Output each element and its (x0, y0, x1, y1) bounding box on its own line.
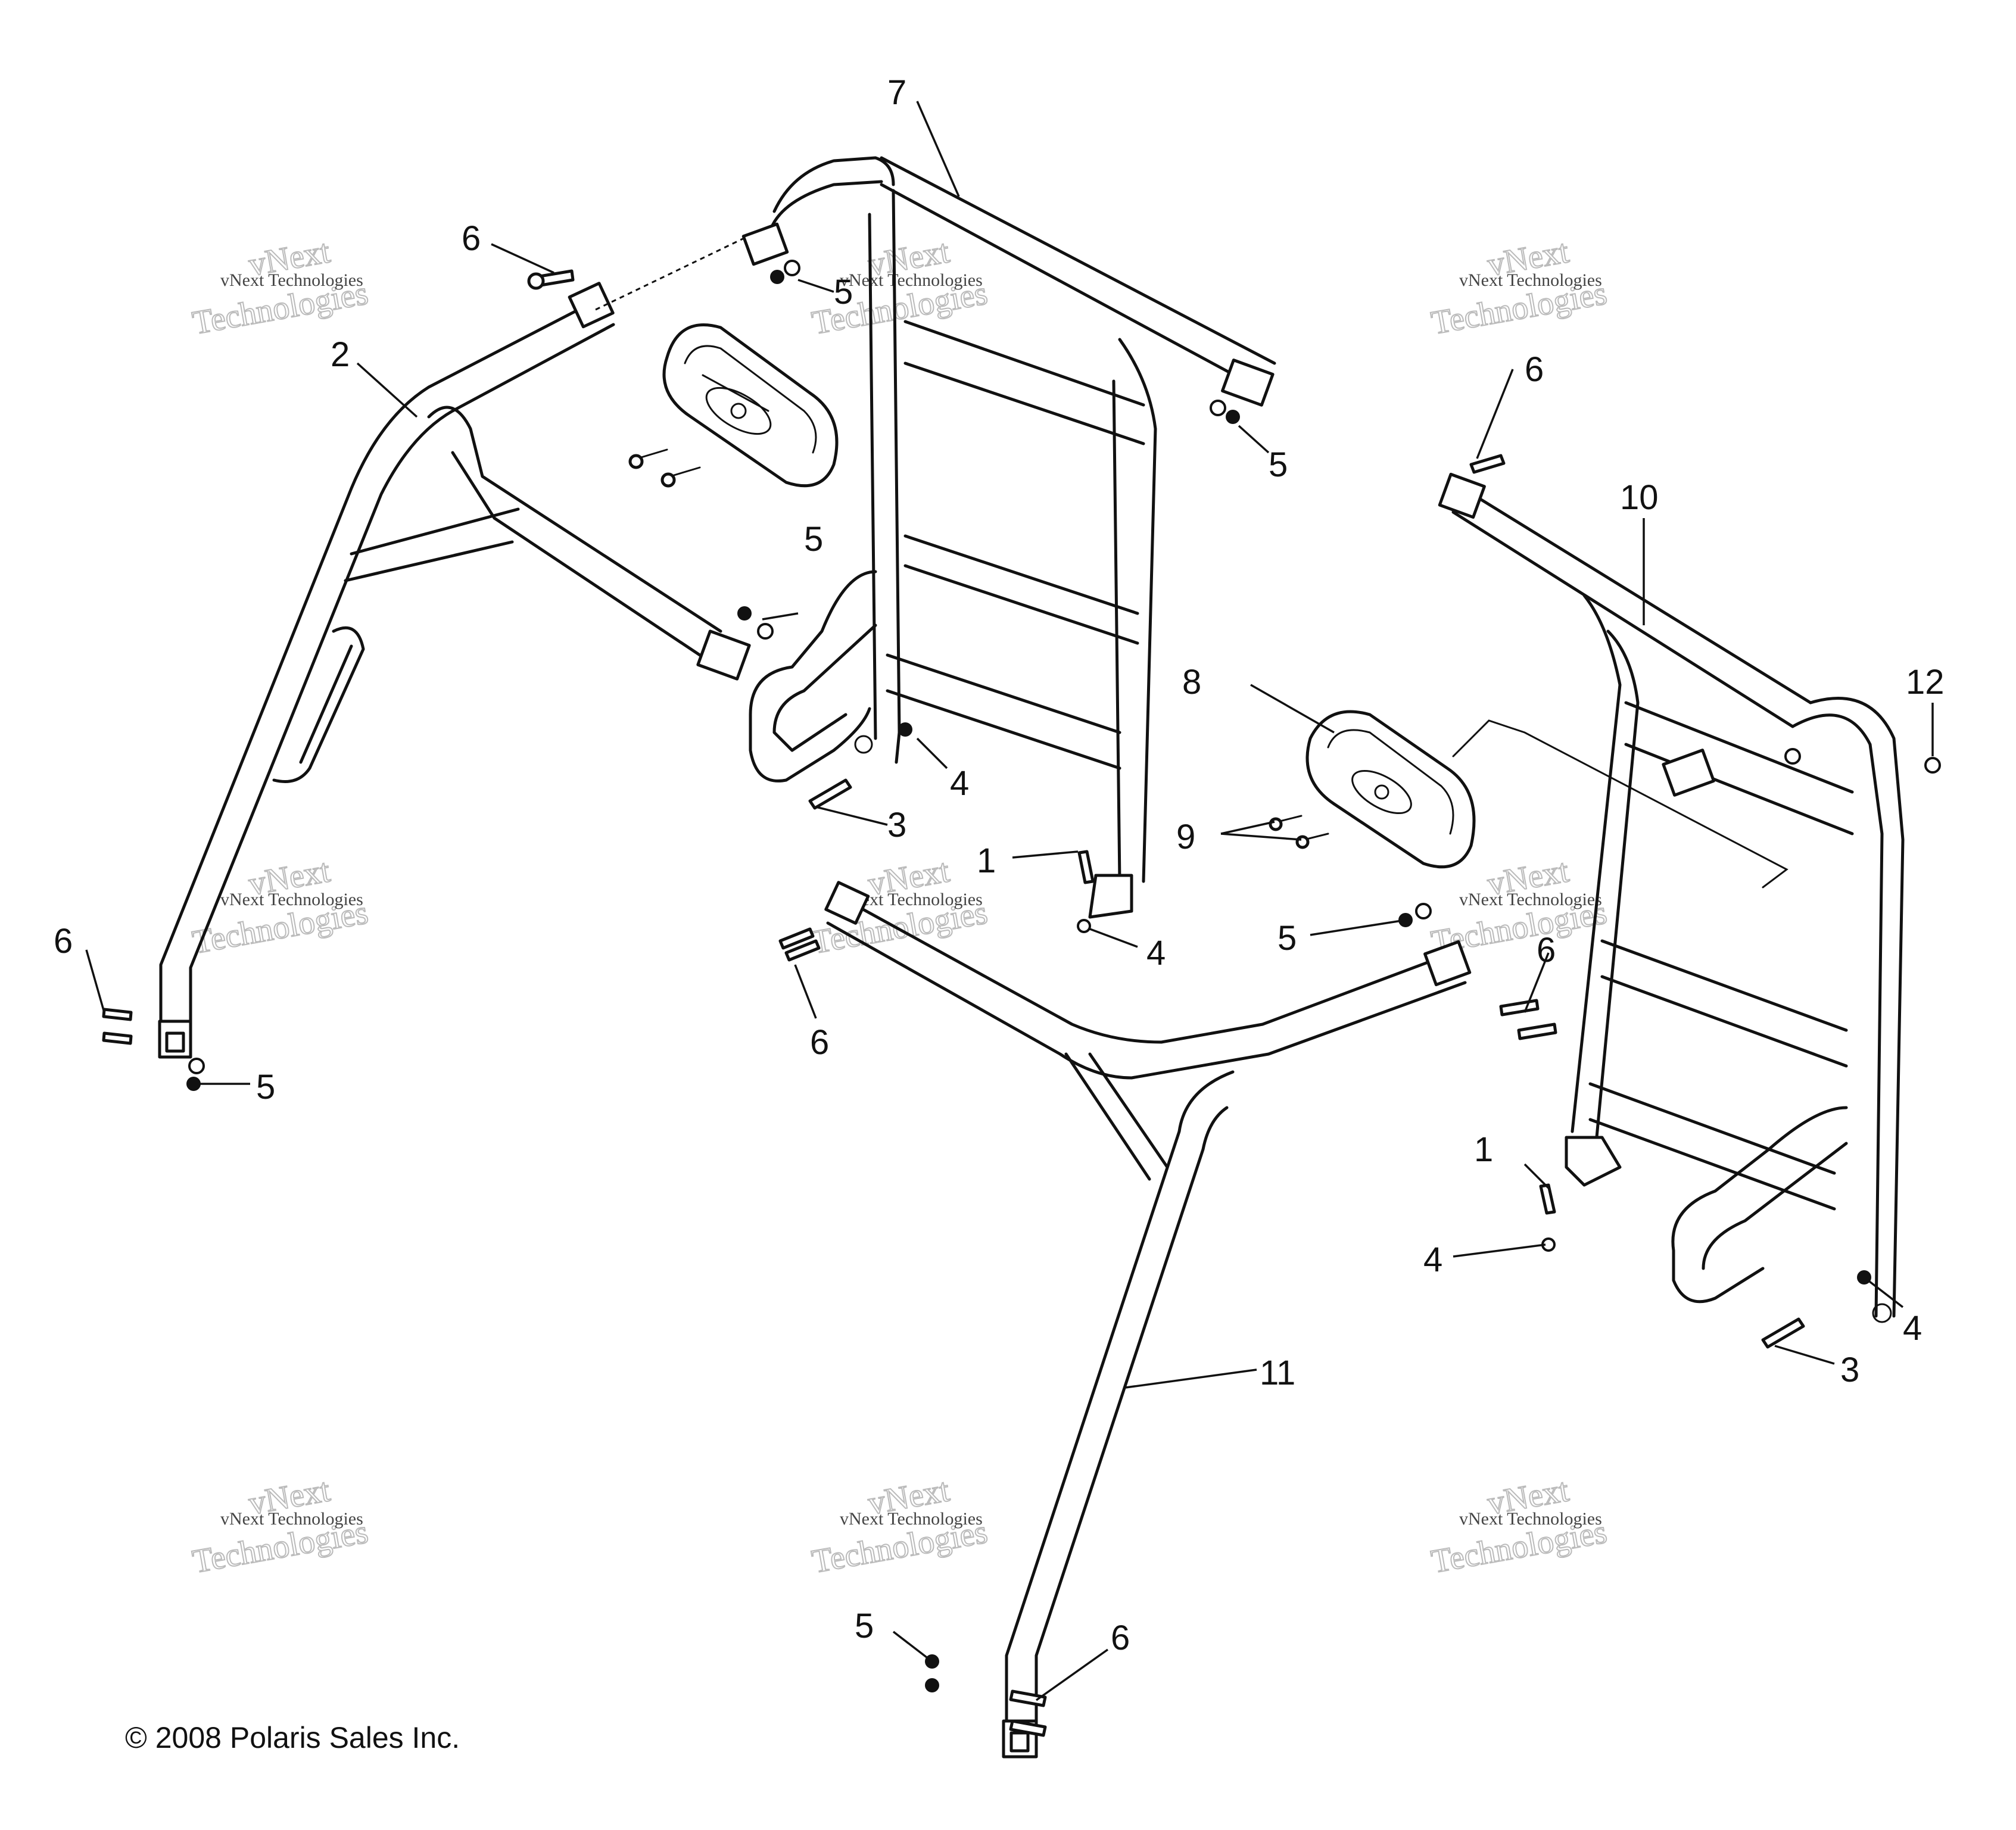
nut (925, 1678, 939, 1692)
callout-3: 3 (887, 806, 906, 844)
watermark-text: vNext Technologies (220, 270, 363, 290)
watermark-text: vNext Technologies (1459, 270, 1602, 290)
watermark-text: vNext Technologies (840, 270, 983, 290)
callout-8: 8 (1182, 663, 1201, 702)
callout-numbers: 6 2 7 5 5 5 4 3 1 4 8 9 5 6 6 10 12 6 1 … (54, 73, 1945, 1657)
callout-5: 5 (1269, 445, 1288, 484)
callout-5: 5 (834, 273, 853, 311)
screws-headrest-right (1269, 815, 1329, 849)
bolt (1009, 1689, 1047, 1707)
copyright-text: © 2008 Polaris Sales Inc. (125, 1721, 460, 1754)
headrest-right (1305, 710, 1476, 869)
rear-upper-frame (741, 156, 1276, 919)
nut (186, 1077, 201, 1091)
washer (784, 260, 800, 276)
callout-6: 6 (1537, 931, 1556, 969)
callout-5: 5 (804, 520, 823, 559)
bolt (1539, 1183, 1556, 1215)
washer (1210, 400, 1226, 416)
callout-12: 12 (1906, 663, 1945, 702)
front-right-roll-bar (824, 881, 1472, 1759)
callout-3: 3 (1840, 1351, 1859, 1389)
bolt (1469, 454, 1506, 474)
washer (1924, 757, 1941, 774)
callout-5: 5 (256, 1068, 275, 1106)
bolt (1009, 1719, 1047, 1737)
watermark-text: vNext Technologies (1459, 1509, 1602, 1529)
headrest-left (662, 323, 839, 488)
watermark-text: vNext Technologies (840, 1509, 983, 1529)
washer (188, 1058, 205, 1074)
callout-6: 6 (810, 1023, 829, 1062)
hardware (102, 260, 1941, 1737)
callout-4: 4 (1146, 934, 1166, 972)
nut (770, 270, 784, 284)
washer (757, 623, 774, 640)
bolt (1499, 999, 1540, 1017)
callout-5: 5 (855, 1607, 874, 1645)
bolt (784, 939, 821, 962)
bolt-pair (527, 269, 575, 290)
callout-6: 6 (54, 922, 73, 961)
callout-1: 1 (977, 841, 996, 880)
nut (737, 606, 752, 621)
callout-1: 1 (1474, 1130, 1493, 1169)
callout-6: 6 (1111, 1619, 1130, 1657)
bolt (778, 927, 815, 950)
callout-10: 10 (1620, 478, 1659, 517)
callout-2: 2 (331, 335, 350, 374)
screws-headrest-left (628, 448, 701, 488)
watermark-text: vNext Technologies (1459, 890, 1602, 909)
callout-9: 9 (1176, 818, 1195, 856)
callout-6: 6 (462, 219, 481, 258)
left-roll-bar (158, 282, 751, 1059)
callout-4: 4 (1903, 1309, 1922, 1348)
callout-4: 4 (950, 764, 969, 803)
alignment-line (595, 231, 757, 311)
washer (1077, 919, 1091, 933)
right-side-frame (1438, 472, 1905, 1323)
callout-5: 5 (1277, 919, 1297, 958)
callout-11: 11 (1260, 1354, 1295, 1392)
bolt (102, 1031, 133, 1045)
washer (1784, 748, 1801, 765)
headrest-alignment-line (1452, 719, 1788, 888)
callout-7: 7 (887, 73, 906, 112)
callout-4: 4 (1423, 1240, 1442, 1279)
washer (1415, 903, 1432, 919)
bolt (808, 778, 852, 810)
bolt (1761, 1317, 1805, 1349)
bolt (1077, 850, 1095, 884)
bolt (102, 1008, 133, 1021)
watermark-text: vNext Technologies (220, 890, 363, 909)
watermark-text: vNext Technologies (220, 1509, 363, 1529)
leader-lines (85, 101, 1934, 1701)
callout-6: 6 (1525, 350, 1544, 389)
nut (1226, 410, 1240, 424)
nut (898, 722, 912, 737)
bolt (1517, 1022, 1557, 1040)
